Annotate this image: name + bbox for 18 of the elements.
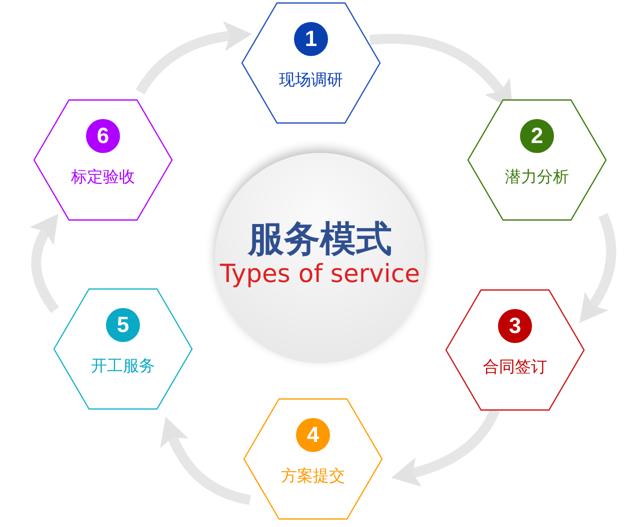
- step-label: 方案提交: [280, 466, 346, 487]
- step-label: 开工服务: [90, 356, 156, 377]
- hexagon: [33, 99, 173, 221]
- step-label: 潜力分析: [504, 167, 570, 188]
- hexagon: [53, 288, 193, 410]
- center-subtitle: Types of service: [219, 259, 421, 288]
- center-title: 服务模式: [246, 217, 393, 262]
- step-label: 合同签订: [482, 357, 548, 378]
- curved-arrow: [160, 416, 252, 505]
- curved-arrow: [580, 213, 616, 324]
- curved-arrow: [136, 22, 252, 95]
- hexagon: [467, 99, 607, 221]
- hexagon: [241, 2, 381, 124]
- hexagon: [445, 289, 585, 411]
- curved-arrow: [30, 213, 60, 313]
- step-label: 标定验收: [70, 167, 136, 188]
- step-label: 现场调研: [278, 70, 344, 91]
- hexagon: [243, 398, 383, 520]
